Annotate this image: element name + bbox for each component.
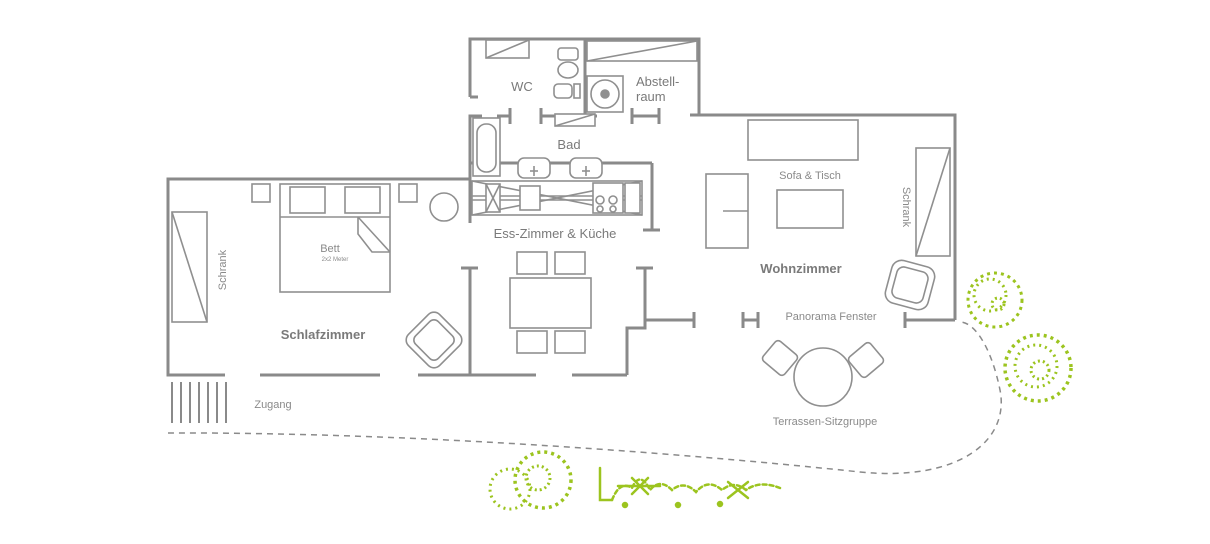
bathroom-sinks [517,157,603,179]
kitchen-counter [471,180,643,216]
wc-cabinet [485,39,530,59]
label-bett-size: 2x2 Meter [322,257,349,263]
labels: WC Abstell- raum Bad Ess-Zimmer & Küche … [217,74,912,428]
living-wardrobe [915,147,951,257]
label-wc: WC [511,79,533,94]
label-panorama-fenster: Panorama Fenster [785,311,876,323]
living-armchair [884,259,936,311]
label-zugang: Zugang [254,399,291,411]
label-abstellraum-line1: Abstell- [636,74,679,89]
label-ess-zimmer-kueche: Ess-Zimmer & Küche [494,226,617,241]
label-bad: Bad [557,137,580,152]
garden-path [167,321,1002,475]
bed [279,183,391,293]
label-wohnzimmer: Wohnzimmer [760,261,841,276]
plants [488,271,1073,511]
shrub-bottom [488,450,573,511]
shrub-top-right [966,271,1024,329]
label-abstellraum-line2: raum [636,89,666,104]
bedroom-wardrobe [171,211,208,323]
bathtub [472,117,501,177]
shrub-right [1003,333,1073,403]
bedroom-armchair [405,311,463,369]
dining-table [509,251,592,354]
label-sofa-tisch: Sofa & Tisch [779,170,841,182]
label-schrank-right: Schrank [900,187,912,228]
label-bett: Bett [320,243,340,255]
label-schlafzimmer: Schlafzimmer [281,327,366,342]
hedge-bottom [598,466,782,509]
terrace-seating [761,339,885,407]
furniture [171,39,951,423]
label-terrassen-sitzgruppe: Terrassen-Sitzgruppe [773,416,878,428]
walls [166,37,957,377]
label-schrank-left: Schrank [217,249,229,290]
toilet [553,47,581,99]
entrance-steps [171,382,227,423]
